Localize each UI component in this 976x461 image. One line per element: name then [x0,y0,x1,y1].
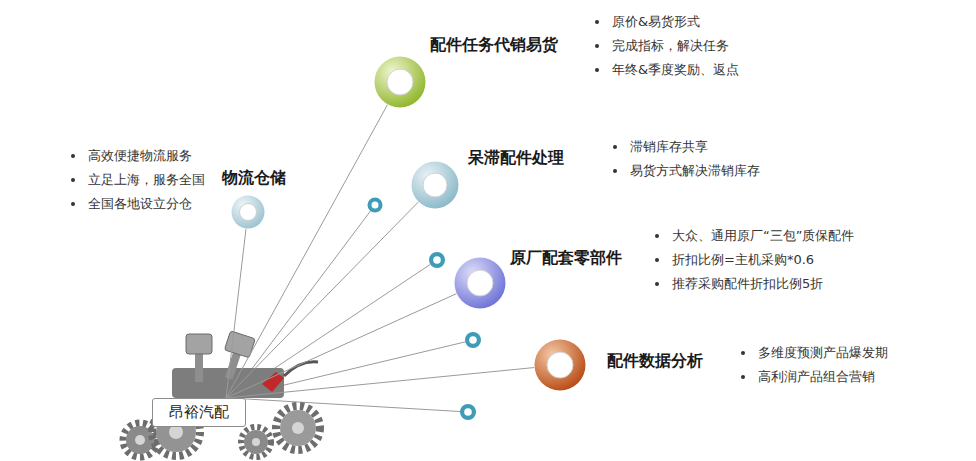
company-name: 昂裕汽配 [169,403,229,422]
leader-line [230,398,460,412]
ring-outer [232,196,265,229]
bullet-dot [741,375,745,379]
bullet-dot [613,169,617,173]
small-ring-hole [464,408,472,416]
bullet-item: 年终&季度奖励、返点 [612,61,739,79]
bullet-dot [71,178,75,182]
bullet-item: 大众、通用原厂“三包”质保配件 [672,227,854,245]
fuel-nozzle [262,372,284,392]
ring-node: 物流仓储高效便捷物流服务立足上海，服务全国全国各地设立分仓 [231,195,265,229]
ring-node: 配件数据分析多维度预测产品爆发期高利润产品组合营销 [534,339,586,391]
ring-shape [374,56,426,108]
bullet-dot [595,44,599,48]
ring-shape [534,339,586,391]
connector-line [226,202,418,398]
ring-node: 原厂配套零部件大众、通用原厂“三包”质保配件折扣比例=主机采购*0.6推荐采购配… [454,257,506,309]
bullet-dot [71,154,75,158]
bullet-dot [655,282,659,286]
bullet-item: 折扣比例=主机采购*0.6 [672,251,814,269]
piston-head [186,334,212,354]
bullet-dot [595,68,599,72]
small-ring-hole [372,202,379,209]
small-ring-hole [433,256,441,264]
bullet-dot [741,351,745,355]
connector-line [226,294,456,398]
small-ring [460,404,476,420]
gear-hole [169,425,183,439]
bullet-dot [613,145,617,149]
ring-outer [535,340,586,391]
leader-lines [230,211,465,412]
bullet-item: 多维度预测产品爆发期 [758,344,888,362]
bullet-item: 高利润产品组合营销 [758,368,875,386]
ring-shape [454,257,506,309]
ring-node: 呆滞配件处理滞销库存共享易货方式解决滞销库存 [411,161,459,209]
ring-shape [411,161,459,209]
bullet-item: 原价&易货形式 [612,13,700,31]
gear-teeth [276,406,320,450]
bullet-item: 立足上海，服务全国 [88,171,205,189]
ring-hole [387,69,413,95]
ring-outer [455,258,506,309]
ring-outer [412,162,459,209]
small-ring [465,332,481,348]
node-heading: 配件数据分析 [607,351,703,371]
node-heading: 原厂配套零部件 [510,248,622,268]
small-ring [368,198,383,213]
bullet-item: 完成指标，解决任务 [612,37,729,55]
company-box: 昂裕汽配 [152,398,246,427]
bullet-item: 全国各地设立分仓 [88,195,192,213]
node-heading: 物流仓储 [222,168,286,188]
small-ring-hole [469,336,477,344]
gear-body [280,410,316,446]
bullet-dot [655,258,659,262]
bullet-item: 高效便捷物流服务 [88,147,192,165]
ring-hole [547,352,573,378]
connector-line [226,105,387,398]
gear-body [244,430,268,454]
ring-hole [240,204,257,221]
gear-hole [292,422,304,434]
bullet-item: 推荐采购配件折扣比例5折 [672,275,823,293]
bullet-item: 滞销库存共享 [630,138,708,156]
bullet-dot [595,20,599,24]
ring-hole [467,270,493,296]
small-ring [429,252,445,268]
node-heading: 呆滞配件处理 [468,148,564,168]
ring-outer [375,57,426,108]
gear-hole [135,435,145,445]
ring-hole [423,173,447,197]
bullet-item: 易货方式解决滞销库存 [630,162,760,180]
connector-line [226,229,246,398]
connector-line [226,368,534,398]
node-heading: 配件任务代销易货 [430,35,558,55]
bullet-dot [71,202,75,206]
gear-teeth [241,427,271,457]
gear-hole [252,438,260,446]
ring-shape [231,195,265,229]
bullet-dot [655,234,659,238]
ring-node: 配件任务代销易货原价&易货形式完成指标，解决任务年终&季度奖励、返点 [374,56,426,108]
piston-rod [195,352,203,382]
